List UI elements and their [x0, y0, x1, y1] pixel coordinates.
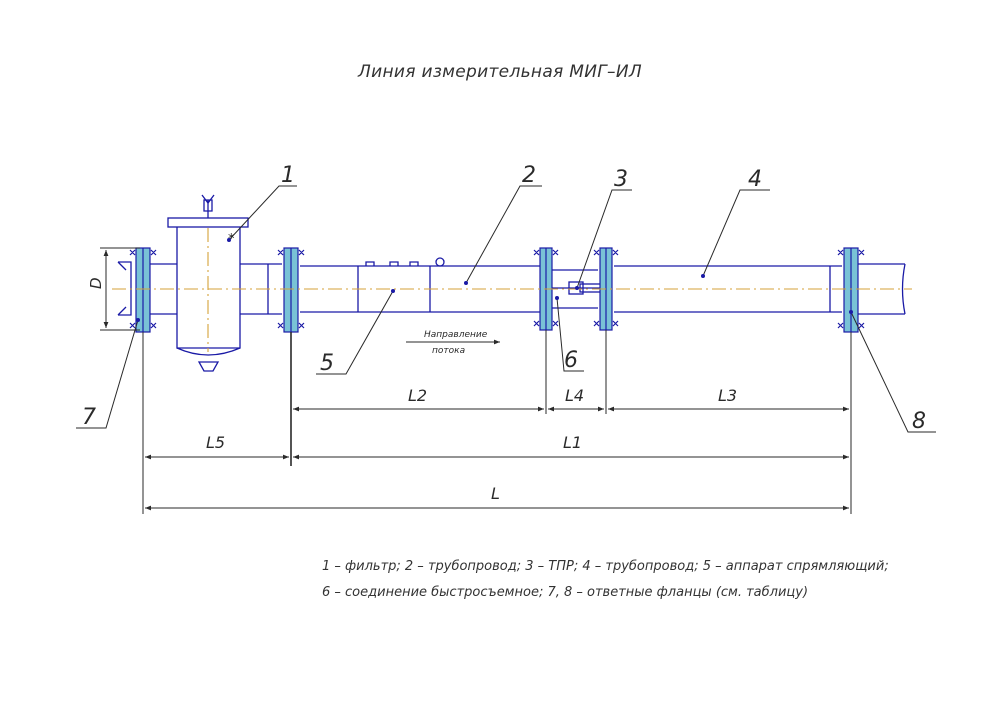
- drawing-title: Линия измерительная МИГ–ИЛ: [358, 62, 642, 82]
- flange-filter-out: [277, 247, 305, 333]
- diameter-label: D: [87, 277, 105, 289]
- flange-7: [129, 247, 157, 333]
- callout-1: 1: [281, 163, 295, 188]
- flange-8: [837, 247, 865, 333]
- dim-l1: L1: [563, 433, 582, 452]
- callout-3: 3: [614, 167, 628, 192]
- flow-label-line1: Направление: [424, 330, 488, 340]
- svg-text:*: *: [228, 232, 235, 247]
- dim-l: L: [491, 484, 500, 503]
- callout-7: 7: [82, 405, 96, 430]
- legend-line-2: 6 – соединение быстросъемное; 7, 8 – отв…: [322, 585, 809, 600]
- callout-2: 2: [522, 163, 536, 188]
- callout-dots: [136, 238, 853, 322]
- pipeline: *: [117, 194, 906, 372]
- dimension-lines: [142, 330, 852, 514]
- legend-line-1: 1 – фильтр; 2 – трубопровод; 3 – ТПР; 4 …: [322, 559, 889, 574]
- diameter-dimension: [100, 247, 140, 331]
- callout-6: 6: [564, 348, 578, 373]
- dim-l5: L5: [206, 433, 225, 452]
- dim-l4: L4: [565, 386, 584, 405]
- callout-5: 5: [320, 351, 334, 376]
- callout-4: 4: [748, 167, 762, 192]
- center-axis: [112, 228, 912, 352]
- callout-leaders: [76, 185, 936, 433]
- flow-label-line2: потока: [432, 346, 465, 356]
- dim-l2: L2: [408, 386, 427, 405]
- flow-direction: Направление потока: [406, 330, 500, 356]
- callout-8: 8: [912, 409, 926, 434]
- dim-l3: L3: [718, 386, 737, 405]
